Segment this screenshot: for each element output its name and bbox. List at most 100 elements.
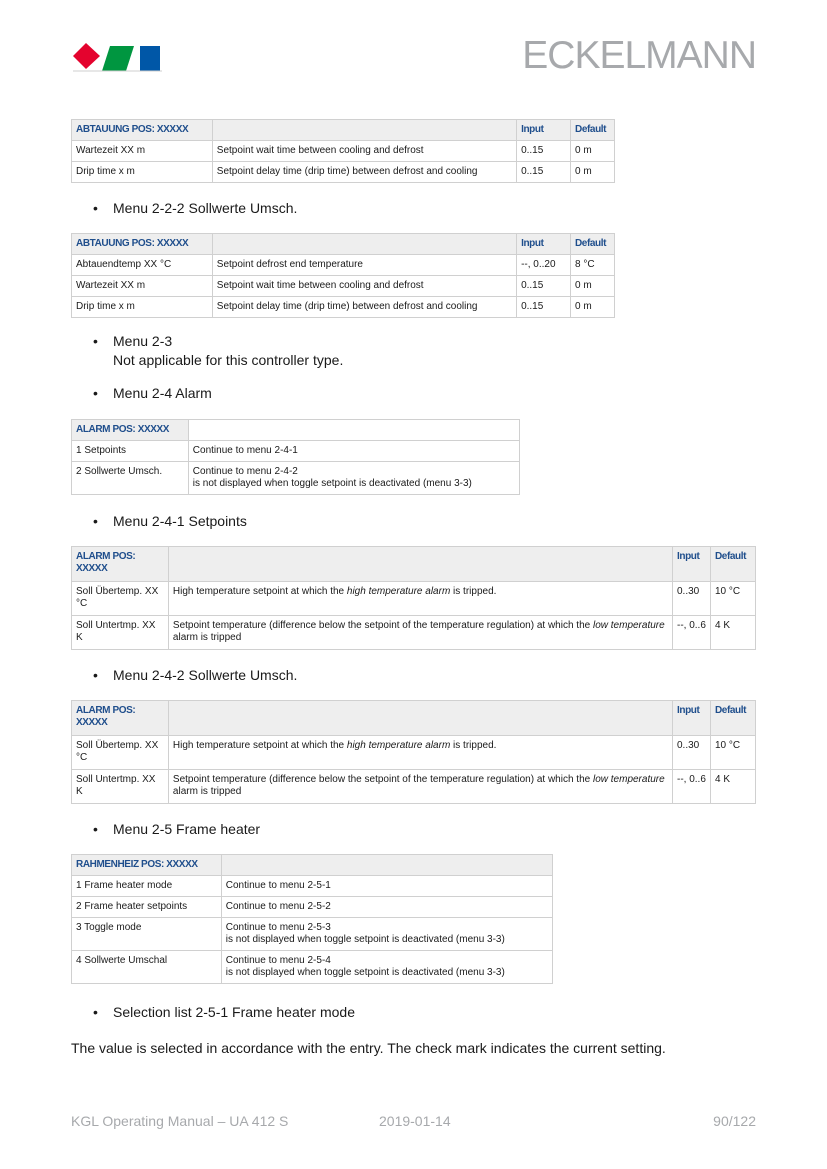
table-row: Soll Untertmp. XX K Setpoint temperature…	[71, 769, 757, 804]
table-cell: --, 0..6	[672, 769, 711, 804]
desc-text: alarm is tripped	[172, 786, 242, 797]
cell-line: is not displayed when toggle setpoint is…	[225, 934, 505, 945]
table-cell: 3 Toggle mode	[71, 917, 222, 951]
desc-text: alarm is tripped	[172, 632, 242, 643]
table-cell: Continue to menu 2-4-1	[187, 440, 521, 462]
table-header: ALARM POS: XXXXX	[71, 546, 169, 582]
table-cell: 10 °C	[709, 735, 757, 770]
table-header	[187, 419, 521, 441]
bullet-glyph: •	[93, 513, 98, 529]
eckelmann-logo	[72, 40, 164, 74]
table-header-row: ALARM POS: XXXXX Input Default	[71, 700, 757, 736]
table-cell: Setpoint delay time (drip time) between …	[211, 296, 518, 318]
table-cell: Soll Untertmp. XX K	[71, 769, 169, 804]
table-cell: Drip time x m	[71, 161, 213, 183]
table-cell: Continue to menu 2-5-4 is not displayed …	[220, 950, 554, 984]
table-cell: 0..30	[672, 581, 711, 616]
table-cell: 4 Sollwerte Umschal	[71, 950, 222, 984]
footer-page-number: 90/122	[713, 1113, 756, 1129]
table-header: Input	[672, 700, 711, 736]
table-header: ALARM POS: XXXXX	[71, 700, 169, 736]
defrost-table-1: ABTAUUNG POS: XXXXX Input Default Wartez…	[71, 119, 615, 183]
table-header	[211, 119, 518, 141]
table-cell: 0..15	[516, 296, 571, 318]
table-cell: 0 m	[569, 275, 616, 297]
table-cell: 2 Frame heater setpoints	[71, 896, 222, 918]
table-header	[211, 233, 518, 255]
table-cell: Setpoint temperature (difference below t…	[167, 615, 674, 650]
bullet-glyph: •	[93, 821, 98, 837]
alarm-setpoints-table: ALARM POS: XXXXX Input Default Soll Über…	[71, 546, 757, 650]
bullet-text-line: Menu 2-3	[113, 333, 173, 349]
bullet-glyph: •	[93, 333, 98, 349]
cell-line: Continue to menu 2-5-2	[225, 901, 331, 912]
body-paragraph: The value is selected in accordance with…	[71, 1040, 666, 1056]
table-cell: 8 °C	[569, 254, 616, 276]
table-cell: Wartezeit XX m	[71, 140, 213, 162]
bullet-glyph: •	[93, 200, 98, 216]
table-cell: Soll Übertemp. XX °C	[71, 735, 169, 770]
table-row: Abtauendtemp XX °C Setpoint defrost end …	[71, 254, 616, 276]
table-header: Input	[672, 546, 711, 582]
bullet-glyph: •	[93, 1004, 98, 1020]
table-header: Default	[709, 546, 757, 582]
table-header: ABTAUUNG POS: XXXXX	[71, 119, 213, 141]
table-cell: 0..15	[516, 161, 571, 183]
brand-wordmark: ECKELMANN	[522, 34, 757, 77]
table-header: ABTAUUNG POS: XXXXX	[71, 233, 213, 255]
table-row: 1 Setpoints Continue to menu 2-4-1	[71, 440, 521, 462]
table-row: 1 Frame heater mode Continue to menu 2-5…	[71, 875, 554, 897]
table-header: Default	[570, 119, 615, 141]
table-header-row: ALARM POS: XXXXX Input Default	[71, 546, 757, 582]
table-row: 4 Sollwerte Umschal Continue to menu 2-5…	[71, 950, 554, 984]
table-header: Input	[516, 119, 571, 141]
bullet-text: Menu 2-4-1 Setpoints	[113, 513, 247, 529]
cell-line: is not displayed when toggle setpoint is…	[225, 967, 505, 978]
table-cell: 0..15	[516, 275, 571, 297]
table-cell: 4 K	[709, 615, 757, 650]
table-cell: Soll Untertmp. XX K	[71, 615, 169, 650]
table-header	[220, 854, 554, 876]
table-cell: Setpoint wait time between cooling and d…	[211, 275, 518, 297]
table-cell: 0 m	[570, 161, 615, 183]
table-cell: Continue to menu 2-5-3 is not displayed …	[220, 917, 554, 951]
table-cell: 2 Sollwerte Umsch.	[71, 461, 189, 495]
desc-text: is tripped.	[450, 740, 497, 751]
footer-title: KGL Operating Manual – UA 412 S	[71, 1113, 289, 1129]
table-cell: Drip time x m	[71, 296, 213, 318]
table-cell: Abtauendtemp XX °C	[71, 254, 213, 276]
alarm-menu-table: ALARM POS: XXXXX 1 Setpoints Continue to…	[71, 419, 521, 495]
table-cell: Continue to menu 2-5-2	[220, 896, 554, 918]
alarm-toggle-setpoints-table: ALARM POS: XXXXX Input Default Soll Über…	[71, 700, 757, 804]
bullet-text-line: Not applicable for this controller type.	[113, 352, 344, 368]
cell-line: is not displayed when toggle setpoint is…	[192, 478, 472, 489]
table-cell: 0..15	[516, 140, 571, 162]
bullet-text: Menu 2-3 Not applicable for this control…	[113, 333, 343, 369]
table-header: ALARM POS: XXXXX	[71, 419, 189, 441]
table-cell: Continue to menu 2-4-2 is not displayed …	[187, 461, 521, 495]
desc-emphasis: high temperature alarm	[346, 586, 451, 597]
table-header-row: RAHMENHEIZ POS: XXXXX	[71, 854, 554, 876]
table-cell: Continue to menu 2-5-1	[220, 875, 554, 897]
desc-text: is tripped.	[450, 586, 497, 597]
desc-emphasis: low temperature	[592, 774, 665, 785]
defrost-table-2: ABTAUUNG POS: XXXXX Input Default Abtaue…	[71, 233, 616, 318]
table-row: Wartezeit XX m Setpoint wait time betwee…	[71, 275, 616, 297]
desc-emphasis: high temperature alarm	[346, 740, 451, 751]
bullet-text: Menu 2-4 Alarm	[113, 385, 212, 401]
table-cell: Setpoint defrost end temperature	[211, 254, 518, 276]
table-row: Soll Übertemp. XX °C High temperature se…	[71, 581, 757, 616]
table-header: Input	[516, 233, 571, 255]
bullet-text: Menu 2-4-2 Sollwerte Umsch.	[113, 667, 298, 683]
table-cell: Wartezeit XX m	[71, 275, 213, 297]
bullet-glyph: •	[93, 385, 98, 401]
table-row: Wartezeit XX m Setpoint wait time betwee…	[71, 140, 615, 162]
table-cell: Setpoint wait time between cooling and d…	[211, 140, 518, 162]
table-cell: Soll Übertemp. XX °C	[71, 581, 169, 616]
table-row: Soll Übertemp. XX °C High temperature se…	[71, 735, 757, 770]
table-row: Drip time x m Setpoint delay time (drip …	[71, 296, 616, 318]
table-row: 2 Sollwerte Umsch. Continue to menu 2-4-…	[71, 461, 521, 495]
table-cell: 1 Setpoints	[71, 440, 189, 462]
table-row: 2 Frame heater setpoints Continue to men…	[71, 896, 554, 918]
table-cell: 0 m	[569, 296, 616, 318]
